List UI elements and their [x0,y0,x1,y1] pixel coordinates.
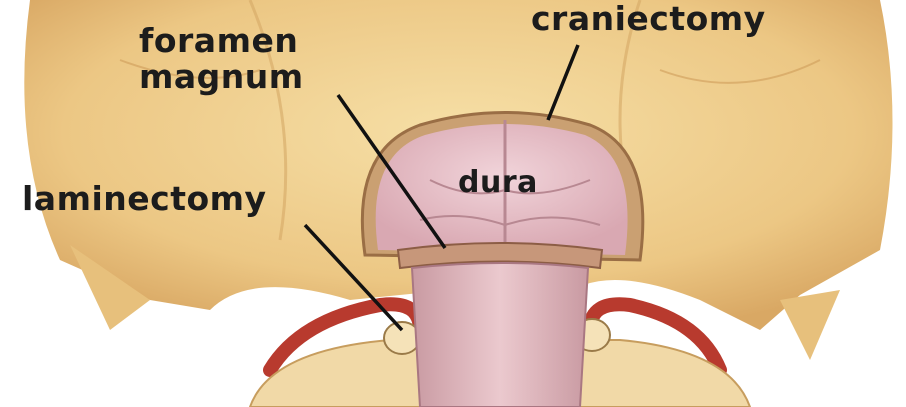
label-craniectomy: craniectomy [531,2,766,35]
label-foramen-line2: magnum [139,60,304,93]
skull-process-right [780,290,840,360]
label-laminectomy: laminectomy [22,182,267,215]
label-foramen-line1: foramen [139,24,298,57]
spinal-dura [412,263,588,407]
label-dura: dura [458,168,538,198]
